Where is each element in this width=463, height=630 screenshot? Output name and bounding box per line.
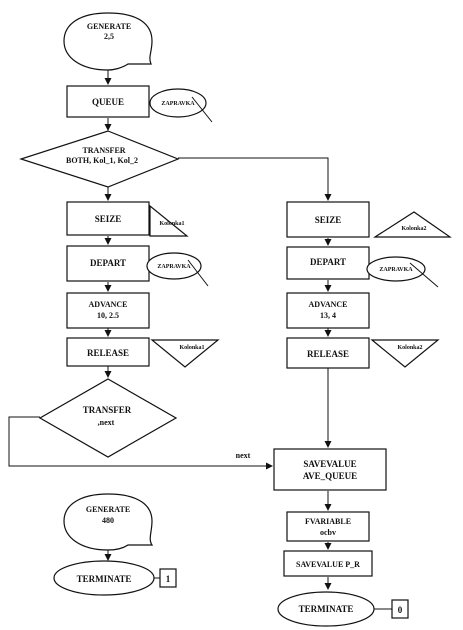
generate-interval: 2,5 <box>104 32 114 41</box>
right-release-tag-text: Kolonka2 <box>397 345 422 351</box>
right-advance-label: ADVANCE <box>309 300 348 309</box>
left-release-tag: Kolonka1 <box>150 339 220 368</box>
queue-tag-text: ZAPRAVKA <box>161 101 195 107</box>
savevalue-ave-label: SAVEVALUE <box>303 459 356 469</box>
arrow-left-transfer-next <box>8 416 273 470</box>
terminate-main-count: 0 <box>398 605 403 615</box>
generate-label: GENERATE <box>87 22 131 31</box>
right-release-tag: Kolonka2 <box>370 339 440 368</box>
left-depart-tag: ZAPRAVKA <box>146 252 209 287</box>
queue-label: QUEUE <box>92 97 124 107</box>
right-depart-block: DEPART <box>286 246 370 280</box>
left-transfer-target: ,next <box>98 418 115 427</box>
savevalue-pr-block: SAVEVALUE P_R <box>283 550 373 577</box>
queue-block: QUEUE <box>66 85 150 118</box>
fvariable-label: FVARIABLE <box>305 517 351 526</box>
queue-name-tag: ZAPRAVKA <box>149 88 213 123</box>
generate-block-top: GENERATE 2,5 <box>63 12 153 71</box>
transfer-both-diamond: TRANSFER BOTH, Kol_1, Kol_2 <box>19 130 180 188</box>
left-release-tag-text: Kolonka1 <box>179 345 204 351</box>
timer-generate-block: GENERATE 480 <box>63 493 154 551</box>
fvariable-block: FVARIABLE ocbv <box>286 511 370 542</box>
timer-generate-label: GENERATE <box>86 505 130 514</box>
right-depart-tag: ZAPRAVKA <box>366 256 439 288</box>
left-release-block: RELEASE <box>66 337 150 367</box>
left-depart-label: DEPART <box>90 258 126 268</box>
fvariable-param: ocbv <box>320 528 336 537</box>
left-depart-tag-text: ZAPRAVKA <box>157 264 191 270</box>
left-advance-params: 10, 2.5 <box>97 311 119 320</box>
right-seize-label: SEIZE <box>315 215 342 225</box>
timer-terminate-block: TERMINATE 1 <box>53 560 177 596</box>
left-seize-block: SEIZE <box>66 201 150 236</box>
left-seize-label: SEIZE <box>95 214 122 224</box>
left-transfer-diamond: TRANSFER ,next <box>38 378 178 458</box>
right-seize-tag: Kolonka2 <box>372 211 452 238</box>
right-advance-params: 13, 4 <box>320 311 336 320</box>
left-release-label: RELEASE <box>87 348 129 358</box>
savevalue-ave-block: SAVEVALUE AVE_QUEUE <box>273 448 387 491</box>
terminate-main-block: TERMINATE 0 <box>277 591 409 627</box>
left-depart-block: DEPART <box>66 245 150 282</box>
timer-terminate-label: TERMINATE <box>77 574 132 584</box>
left-advance-block: ADVANCE 10, 2.5 <box>66 292 150 329</box>
right-depart-label: DEPART <box>310 257 346 267</box>
savevalue-pr-label: SAVEVALUE P_R <box>296 560 360 569</box>
right-seize-block: SEIZE <box>286 201 370 238</box>
right-depart-tag-text: ZAPRAVKA <box>379 267 413 273</box>
next-label: next <box>236 451 251 460</box>
right-seize-tag-text: Kolonka2 <box>401 226 426 232</box>
right-release-label: RELEASE <box>307 349 349 359</box>
right-advance-block: ADVANCE 13, 4 <box>286 292 370 329</box>
left-seize-tag-text: Kolonka1 <box>159 221 184 227</box>
left-seize-tag: Kolonka1 <box>149 204 189 237</box>
terminate-main-label: TERMINATE <box>299 604 354 614</box>
right-release-block: RELEASE <box>286 337 370 369</box>
timer-terminate-count: 1 <box>166 574 171 584</box>
transfer-both-label: TRANSFER <box>82 146 125 155</box>
left-transfer-label: TRANSFER <box>83 405 132 415</box>
connectors <box>8 66 332 590</box>
arrow-transfer-to-right-seize <box>178 157 332 201</box>
timer-generate-interval: 480 <box>102 516 114 525</box>
transfer-both-params: BOTH, Kol_1, Kol_2 <box>66 156 138 165</box>
savevalue-ave-param: AVE_QUEUE <box>303 471 357 481</box>
left-advance-label: ADVANCE <box>89 300 128 309</box>
